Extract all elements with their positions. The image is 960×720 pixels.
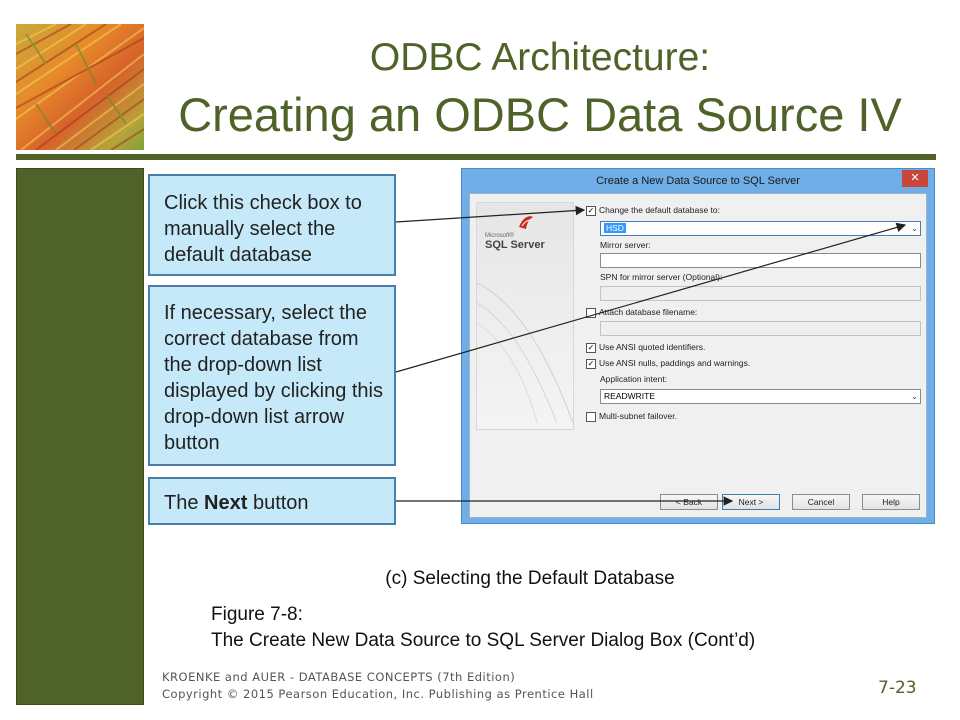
next-button[interactable]: Next > (722, 494, 780, 510)
help-button[interactable]: Help (862, 494, 920, 510)
attach-db-label: Attach database filename: (599, 307, 698, 317)
chevron-down-icon[interactable]: ⌄ (911, 224, 918, 233)
mirror-server-label: Mirror server: (600, 240, 651, 250)
decorative-swirl-graphic (477, 282, 573, 423)
sql-server-graphic: Microsoft® SQL Server (476, 202, 574, 430)
sql-server-logo-text: Microsoft® SQL Server (485, 233, 545, 251)
mirror-server-input[interactable] (600, 253, 921, 268)
callout-check-box: Click this check box to manually select … (148, 174, 396, 276)
application-intent-select[interactable]: READWRITE ⌄ (600, 389, 921, 404)
change-default-db-checkbox[interactable]: ✓ (586, 206, 596, 216)
back-button[interactable]: < Back (660, 494, 718, 510)
callout-next-pre: The (164, 492, 205, 514)
create-data-source-dialog: Create a New Data Source to SQL Server ✕… (461, 168, 935, 524)
slide-title-line-2: Creating an ODBC Data Source IV (178, 88, 902, 141)
dialog-client-area: Microsoft® SQL Server ✓ Change the defau… (469, 193, 927, 518)
application-intent-label: Application intent: (600, 374, 668, 384)
attach-db-input[interactable] (600, 321, 921, 336)
default-database-value: HSD (604, 223, 626, 233)
application-intent-value: READWRITE (604, 391, 655, 401)
dialog-title: Create a New Data Source to SQL Server (596, 175, 800, 187)
sql-server-logo-icon (519, 216, 533, 229)
multisubnet-label: Multi-subnet failover. (599, 411, 677, 421)
callout-next-bold: Next (204, 492, 248, 514)
spn-mirror-label: SPN for mirror server (Optional): (600, 272, 723, 282)
footer-copyright: Copyright © 2015 Pearson Education, Inc.… (162, 687, 594, 701)
left-accent-panel (16, 168, 144, 705)
figure-caption: (c) Selecting the Default Database (385, 568, 675, 589)
close-icon[interactable]: ✕ (902, 170, 928, 187)
ansi-nulls-checkbox[interactable]: ✓ (586, 359, 596, 369)
attach-db-checkbox[interactable] (586, 308, 596, 318)
chevron-down-icon[interactable]: ⌄ (911, 392, 918, 401)
page-number: 7-23 (878, 678, 917, 698)
sql-logo-name: SQL Server (485, 239, 545, 251)
title-divider-bar (16, 154, 936, 160)
callout-next-post: button (247, 492, 309, 514)
ansi-nulls-label: Use ANSI nulls, paddings and warnings. (599, 358, 751, 368)
callout-drop-down: If necessary, select the correct databas… (148, 285, 396, 466)
change-default-db-label: Change the default database to: (599, 205, 720, 215)
multisubnet-checkbox[interactable] (586, 412, 596, 422)
cancel-button[interactable]: Cancel (792, 494, 850, 510)
figure-label: Figure 7-8: (211, 604, 303, 625)
footer-book-title: KROENKE and AUER - DATABASE CONCEPTS (7t… (162, 670, 516, 684)
spn-mirror-input[interactable] (600, 286, 921, 301)
slide-title-line-1: ODBC Architecture: (369, 36, 711, 79)
decorative-thumbnail-image (16, 24, 144, 150)
figure-title: The Create New Data Source to SQL Server… (211, 630, 756, 651)
callout-next-button: The Next button (148, 477, 396, 525)
ansi-quoted-checkbox[interactable]: ✓ (586, 343, 596, 353)
default-database-select[interactable]: HSD ⌄ (600, 221, 921, 236)
ansi-quoted-label: Use ANSI quoted identifiers. (599, 342, 706, 352)
